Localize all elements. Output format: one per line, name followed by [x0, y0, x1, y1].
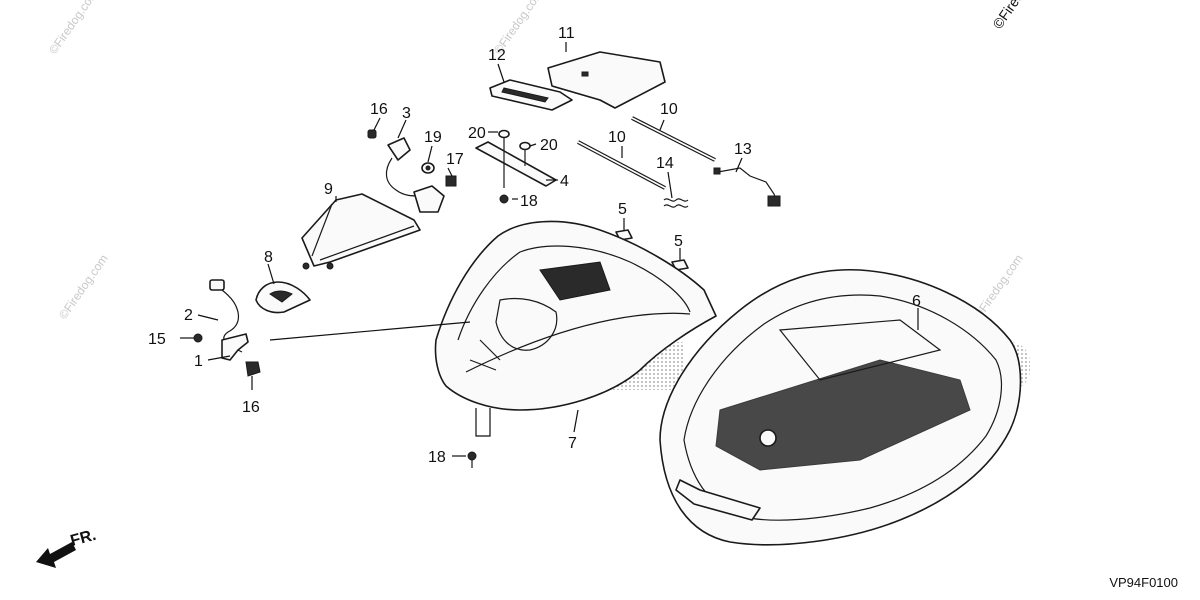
callout-17: 17: [446, 151, 464, 168]
callout-10: 10: [660, 101, 678, 118]
callout-6: 6: [912, 293, 921, 310]
callout-14: 14: [656, 155, 674, 172]
part-10-rods: [577, 116, 716, 190]
part-8-lens: [255, 281, 311, 314]
front-direction-arrow: FR.: [36, 527, 98, 568]
part-18-screw-lower: [467, 451, 477, 468]
part-16-nut-lower: [245, 361, 261, 377]
callout-16: 16: [242, 399, 260, 416]
part-3-sensor-assembly: [367, 129, 457, 213]
callout-10: 10: [608, 129, 626, 146]
part-9-sensor-cover: [301, 193, 421, 270]
part-12-bracket: [489, 79, 573, 111]
callout-18: 18: [520, 193, 538, 210]
part-1-stay: [221, 333, 249, 361]
watermark: ©Firedog.com: [46, 0, 101, 57]
part-13-latch-spring: [713, 167, 781, 207]
callout-9: 9: [324, 181, 333, 198]
callout-20: 20: [540, 137, 558, 154]
callout-4: 4: [560, 173, 569, 190]
part-14-spring: [663, 198, 689, 208]
diagram-code: VP94F0100: [1109, 575, 1178, 590]
part-15-screw: [193, 333, 203, 343]
callout-5: 5: [674, 233, 683, 250]
watermark: ©Firedog.com: [989, 0, 1053, 32]
part-6-main-body: [659, 268, 1022, 546]
part-18-screw-upper: [499, 194, 509, 204]
callout-18: 18: [428, 449, 446, 466]
callout-13: 13: [734, 141, 752, 158]
leader-lines: [180, 42, 919, 457]
direction-label: FR.: [69, 527, 98, 550]
callout-3: 3: [402, 105, 411, 122]
callout-20: 20: [468, 125, 486, 142]
callout-7: 7: [568, 435, 577, 452]
callout-2: 2: [184, 307, 193, 324]
callout-1: 1: [194, 353, 203, 370]
callout-16: 16: [370, 101, 388, 118]
callout-8: 8: [264, 249, 273, 266]
callout-15: 15: [148, 331, 166, 348]
callout-5: 5: [618, 201, 627, 218]
watermark: ©Firedog.com: [56, 252, 111, 322]
callout-11: 11: [558, 25, 575, 42]
callouts: 11 12 16 3 19 17 20 20 4 18 9 8 2 15 1 1…: [148, 25, 921, 466]
part-7-front-cover: [434, 220, 717, 411]
callout-19: 19: [424, 129, 442, 146]
callout-12: 12: [488, 47, 506, 64]
part-11-cover: [547, 51, 666, 109]
